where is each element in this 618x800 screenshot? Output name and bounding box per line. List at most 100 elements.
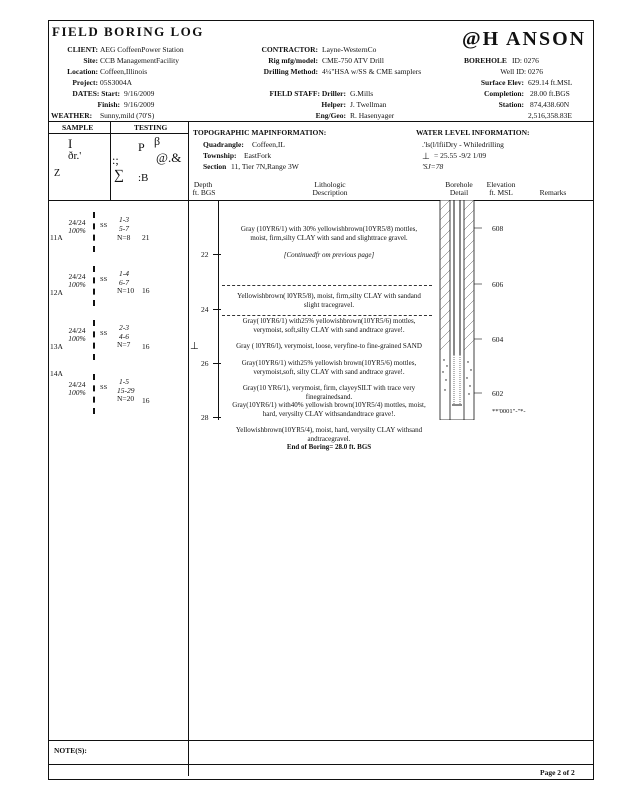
- continued-note: [Continuedfr om previous page]: [283, 251, 375, 259]
- sample-recovery: 24/24: [68, 218, 86, 227]
- completion-label: Completion:: [484, 89, 524, 98]
- staff-label: FIELD STAFF: Driller:: [269, 89, 346, 98]
- blow-count: 6-7: [119, 278, 129, 287]
- b-glyph: :B: [138, 172, 149, 184]
- station-east: 2,516,358.83E: [528, 111, 572, 120]
- eng-label: Eng/Geo:: [315, 111, 346, 120]
- sample-recovery: 24/24: [68, 326, 86, 335]
- borehole-detail: [439, 200, 482, 420]
- sample-percent: 100%: [68, 280, 86, 289]
- township-value: EastFork: [244, 151, 272, 160]
- method-label: Drilling Method:: [263, 67, 318, 76]
- sample-type: SS: [100, 276, 108, 283]
- blow-glyph: :;: [112, 153, 119, 167]
- section-label: Section: [203, 162, 227, 171]
- blow-count: 5-7: [119, 224, 129, 233]
- contractor-label: CONTRACTOR:: [261, 45, 318, 54]
- helper-label: Helper:: [321, 100, 346, 109]
- finish-label: Finish:: [97, 100, 120, 109]
- depth-tick-label: 26: [201, 359, 209, 368]
- depth-tick-label: 24: [201, 305, 209, 314]
- moisture-value: 21: [142, 233, 150, 242]
- blow-count: 1-4: [119, 269, 129, 278]
- borehole-label: BOREHOLE: [464, 56, 507, 65]
- site-label: Site:: [83, 56, 98, 65]
- depth-tick-label: 28: [201, 413, 209, 422]
- moisture-value: 16: [142, 342, 150, 351]
- surface-value: 629.14 ft.MSL: [528, 78, 573, 87]
- litho-description: Gray( l0YR6/1) with25% yellowishbrown(10…: [242, 317, 416, 334]
- sample-recovery: 24/24: [68, 380, 86, 389]
- qu-glyph: β: [154, 134, 161, 148]
- depth-unit: ft. BGS: [192, 188, 216, 197]
- depth-header: Depth: [193, 180, 213, 189]
- end-of-boring: End of Boring= 28.0 ft. BGS: [286, 443, 372, 451]
- water-level-icon: ⊥: [422, 151, 430, 161]
- finish-value: 9/16/2009: [124, 100, 155, 109]
- driller-value: G.Mills: [350, 89, 374, 98]
- station-value: 874,438.60N: [530, 100, 570, 109]
- moisture-value: 16: [142, 396, 150, 405]
- water-measured: = 25.55 -9/2 1/09: [434, 151, 487, 160]
- sample-id: 12A: [50, 288, 63, 297]
- litho-header: Lithologic: [314, 180, 346, 189]
- log-title: FIELD BORING LOG: [52, 24, 204, 39]
- litho-description: Gray ( l0YR6/l), verymoist, loose, veryf…: [236, 342, 422, 350]
- sample-id: 14A: [50, 369, 63, 378]
- project-value: 05S3004A: [100, 78, 133, 87]
- sample-id: 13A: [50, 342, 63, 351]
- client-value: AEG CoffeenPower Station: [100, 45, 184, 54]
- water-dry: .'ls(l/lfiiDry - Whiledrilling: [422, 140, 504, 149]
- litho-description: Yellowishbrown(10YR5/4), moist, hard, ve…: [235, 426, 423, 443]
- litho-header-2: Description: [312, 188, 348, 197]
- borehole-header-2: Detail: [449, 188, 469, 197]
- station-label: Station:: [498, 100, 524, 109]
- blow-count: 4-6: [119, 332, 129, 341]
- pp-glyph: P: [138, 140, 145, 154]
- blow-count: 1-5: [119, 377, 129, 386]
- litho-description: Gray(10 YR6/1), verymoist, firm, clayeyS…: [242, 384, 416, 401]
- eng-value: R. Hasenyager: [350, 111, 395, 120]
- water-level-marker-icon: ⊥: [190, 341, 199, 352]
- borehole-id: ID: 0276: [512, 56, 539, 65]
- surface-label: Surface Elev:: [480, 78, 524, 87]
- testing-heading: TESTING: [134, 123, 168, 132]
- blow-count: 1-3: [119, 215, 129, 224]
- helper-value: J. Twellman: [350, 100, 387, 109]
- at-glyph: @.&: [156, 150, 182, 165]
- project-label: Project:: [72, 78, 98, 87]
- log-frame: [48, 20, 594, 780]
- sample-recovery: 24/24: [68, 272, 86, 281]
- sample-percent: 100%: [68, 226, 86, 235]
- n-value: N=20: [117, 394, 135, 403]
- sample-type: SS: [100, 222, 108, 229]
- elevation-label: 608: [492, 224, 504, 233]
- elevation-label: 602: [492, 389, 504, 398]
- sample-heading: SAMPLE: [62, 123, 94, 132]
- rig-value: CME-750 ATV Drill: [322, 56, 384, 65]
- sample-percent: 100%: [68, 388, 86, 397]
- well-id: Well ID: 0276: [500, 67, 543, 76]
- borehole-header: Borehole: [445, 180, 473, 189]
- completion-value: 28.00 ft.BGS: [530, 89, 570, 98]
- sample-id: 11A: [50, 233, 63, 242]
- rig-label: Rig mfg/model:: [268, 56, 318, 65]
- litho-description: Gray(10YR6/1) with25% yellowish brown(10…: [241, 359, 417, 376]
- remark-text: **'0001"-"*-: [492, 408, 526, 415]
- location-label: Location:: [67, 67, 98, 76]
- recovery-glyph: ðr.': [68, 150, 82, 162]
- quad-value: Coffeen,IL: [252, 140, 285, 149]
- site-value: CCB ManagementFacility: [100, 56, 179, 65]
- litho-description: Gray (10YR6/1) with 30% yellowishbrown(1…: [240, 225, 418, 242]
- sample-type: SS: [100, 330, 108, 337]
- water-note: 'SJ=78: [422, 162, 444, 171]
- blow-count: 15-29: [117, 386, 135, 395]
- sample-number-glyph: I: [68, 136, 73, 151]
- start-value: 9/16/2009: [124, 89, 155, 98]
- sample-type: SS: [100, 384, 108, 391]
- location-value: Coffeen,Illinois: [100, 67, 148, 76]
- n-value: N=7: [117, 340, 131, 349]
- litho-description: Gray(10YR6/1) with40% yellowish brown(10…: [232, 401, 426, 418]
- n-value: N=10: [117, 286, 135, 295]
- page-number: Page 2 of 2: [540, 768, 575, 777]
